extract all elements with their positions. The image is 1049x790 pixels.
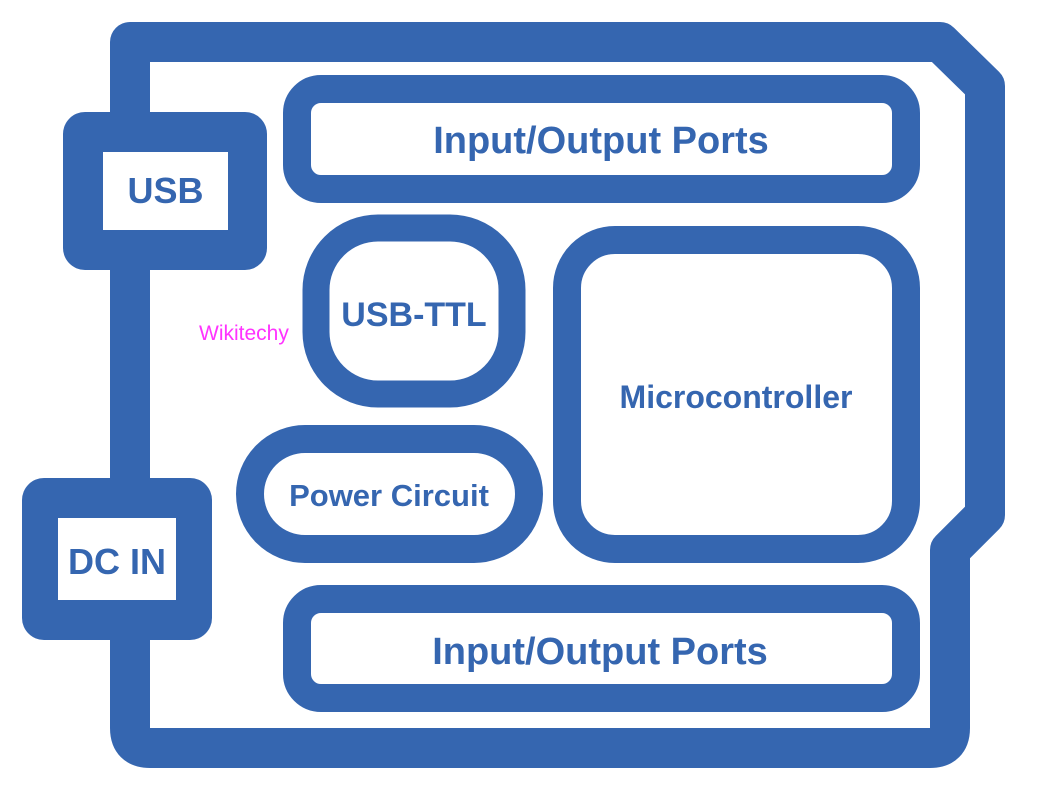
io-ports-bottom-block: Input/Output Ports: [283, 585, 920, 712]
usb-ttl-block: USB-TTL: [302, 214, 526, 408]
board-outline: [110, 22, 1005, 768]
dc-in-label: DC IN: [68, 541, 166, 582]
watermark-text: Wikitechy: [199, 322, 289, 345]
usb-ttl-label: USB-TTL: [341, 296, 486, 334]
microcontroller-label: Microcontroller: [620, 379, 853, 415]
dc-in-block: DC IN: [22, 478, 212, 640]
power-circuit-label: Power Circuit: [289, 478, 489, 513]
usb-block: USB: [63, 112, 267, 270]
io-ports-top-label: Input/Output Ports: [433, 120, 769, 162]
usb-label: USB: [127, 170, 203, 211]
io-ports-bottom-label: Input/Output Ports: [432, 631, 768, 673]
power-circuit-block: Power Circuit: [236, 425, 543, 563]
io-ports-top-block: Input/Output Ports: [283, 75, 920, 203]
microcontroller-block: Microcontroller: [553, 226, 920, 563]
